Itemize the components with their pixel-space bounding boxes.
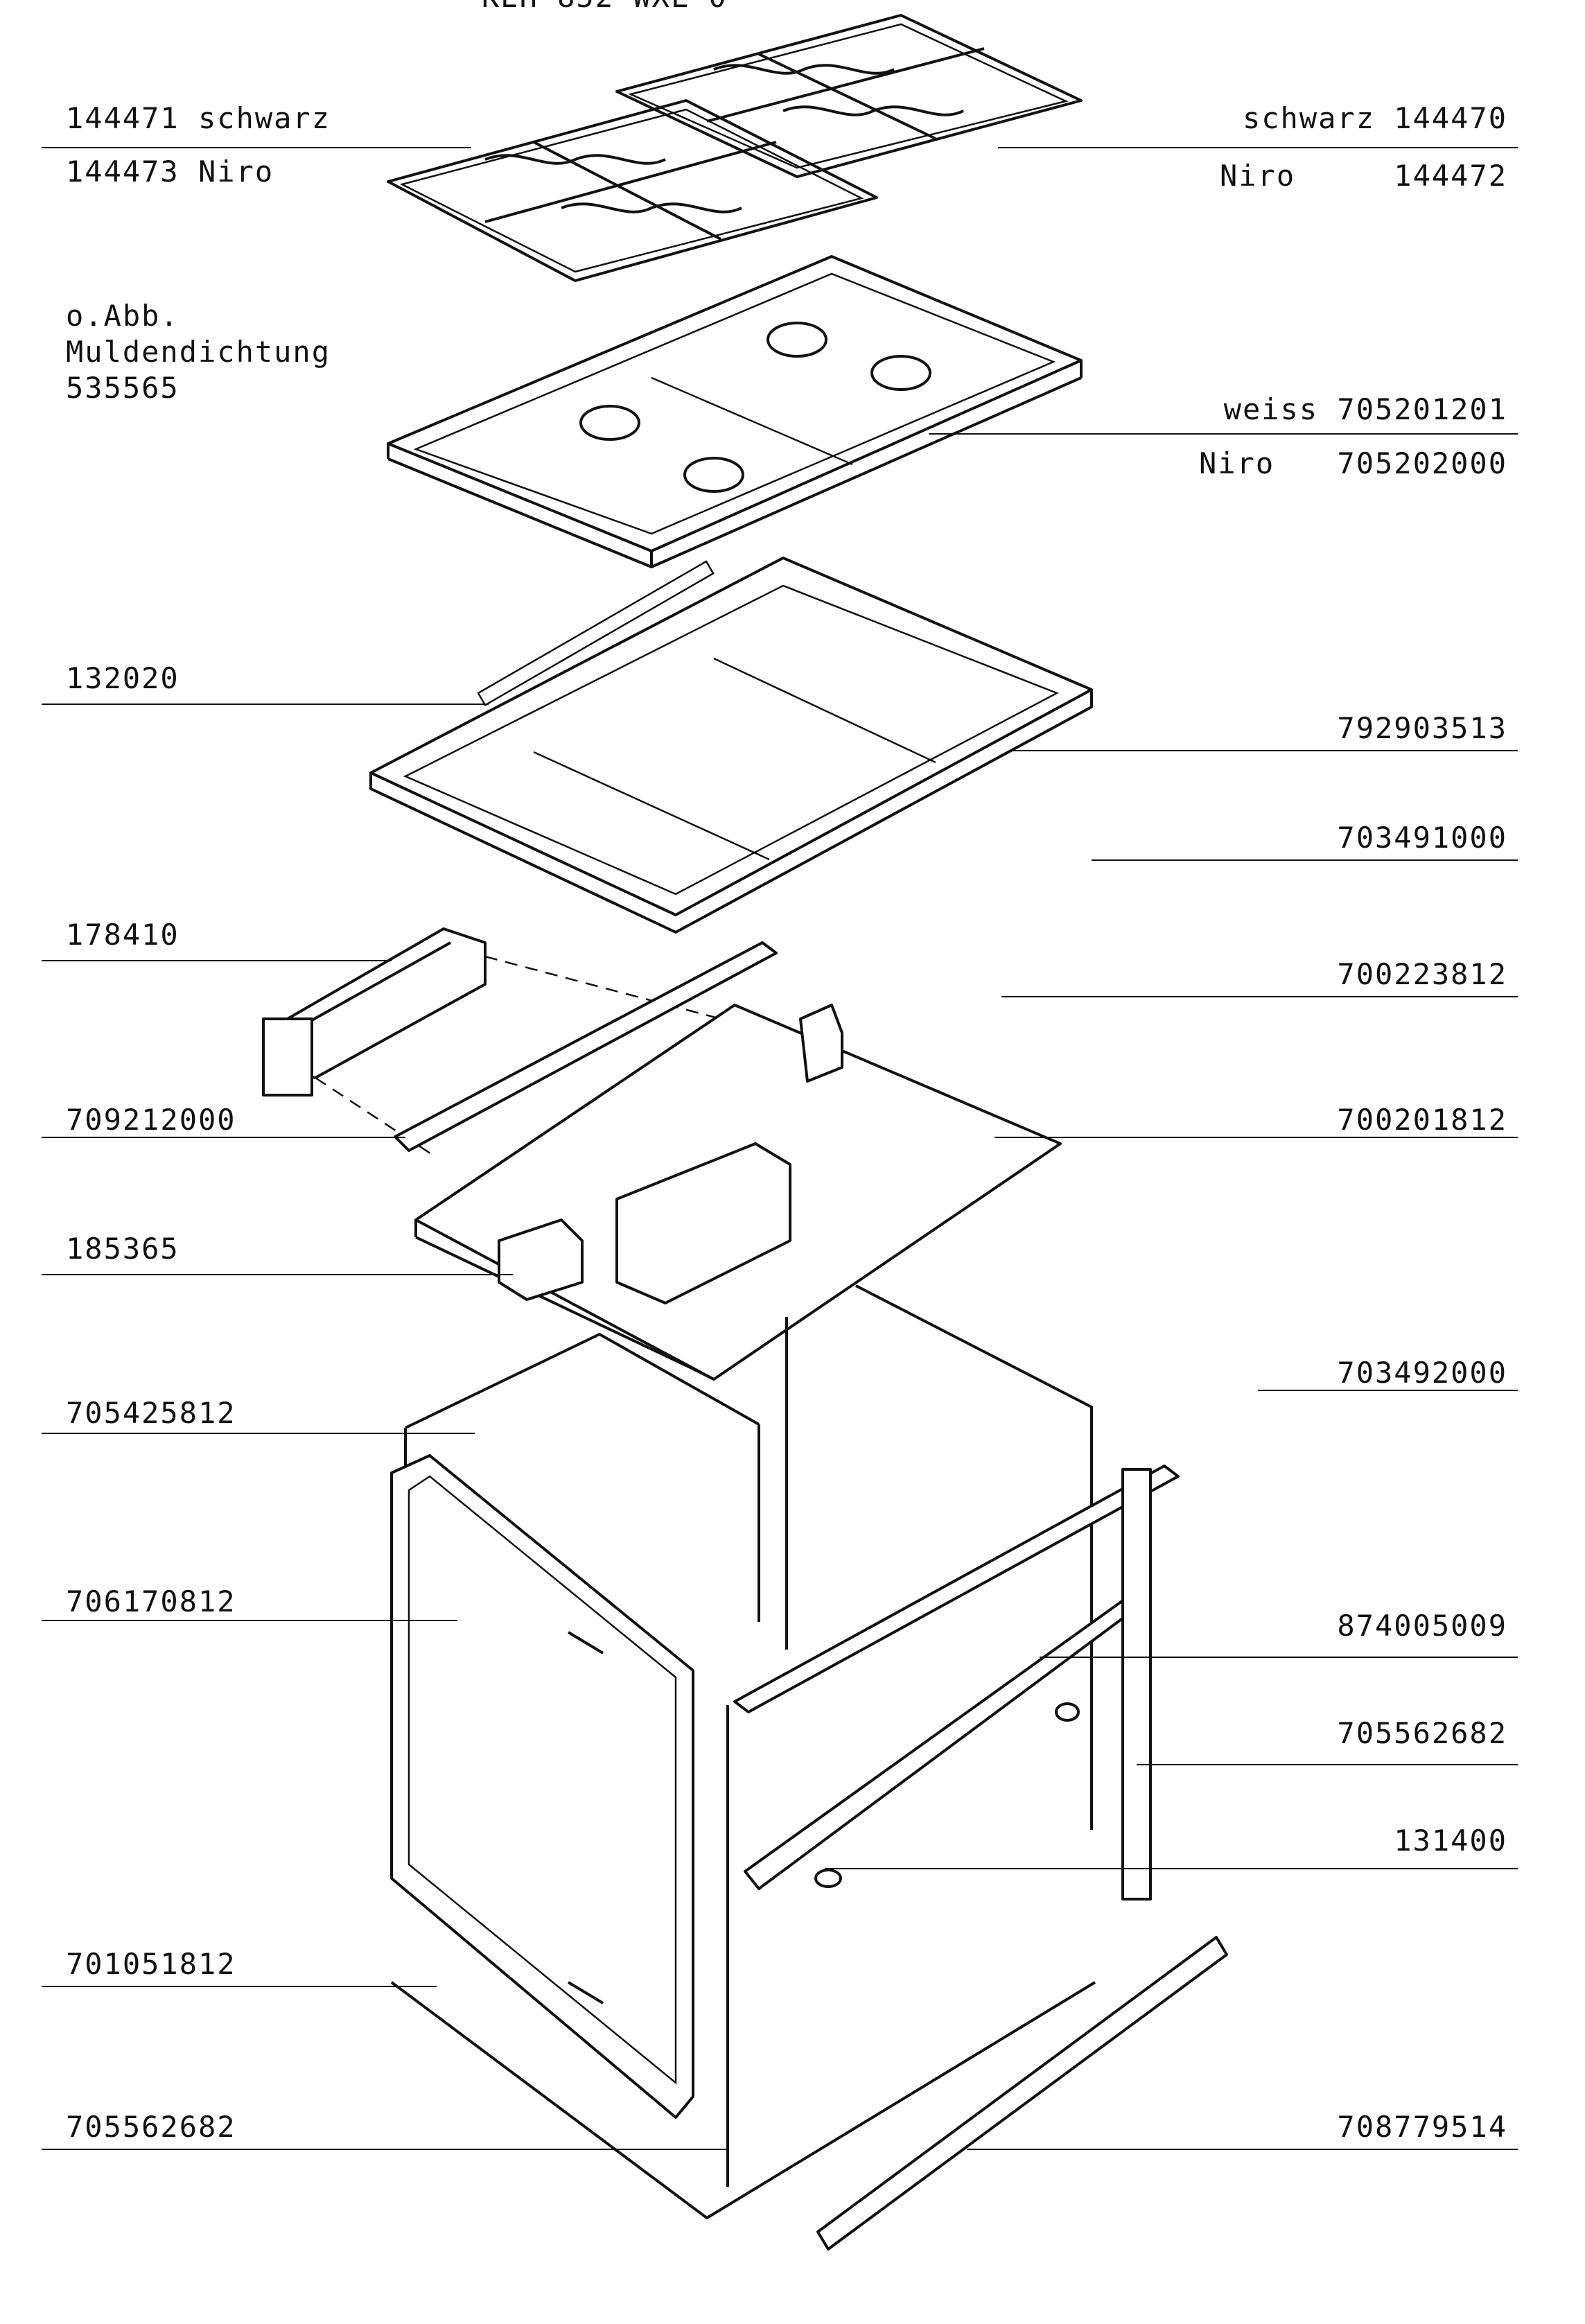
leader-line (998, 147, 1518, 148)
label-705562682-right: 705562682 (1337, 1716, 1507, 1750)
label-705425812: 705425812 (66, 1396, 236, 1430)
label-792903513: 792903513 (1337, 711, 1507, 745)
cover-panel-drawing (414, 1004, 1062, 1381)
leader-line (42, 1620, 457, 1621)
label-185365: 185365 (66, 1232, 179, 1266)
label-709212000: 709212000 (66, 1103, 236, 1137)
label-hob-top-steel-number: 705202000 (1337, 446, 1507, 480)
plinth-drawing (816, 1936, 1228, 2251)
label-131400: 131400 (1394, 1824, 1507, 1858)
label-700223812: 700223812 (1337, 957, 1507, 991)
label-seal-note-line3: 535565 (66, 371, 179, 405)
hob-top-drawing (387, 255, 1083, 568)
label-grate-left-black: 144471 schwarz (66, 101, 331, 135)
leader-line (42, 1137, 405, 1138)
leader-line (42, 147, 471, 148)
cabinet-body-drawing (390, 1284, 1180, 2219)
leader-line (42, 960, 392, 961)
leader-line (1092, 859, 1518, 861)
hob-frame-drawing (369, 557, 1093, 934)
leader-line (1040, 1657, 1518, 1658)
leader-line (967, 2149, 1518, 2150)
leader-line (995, 1137, 1518, 1138)
label-700201812: 700201812 (1337, 1103, 1507, 1137)
bracket-drawing (394, 941, 778, 1152)
label-seal-note-line2: Muldendichtung (66, 335, 331, 369)
leader-line (1012, 750, 1518, 751)
label-hob-top-white: weiss 705201201 (1223, 392, 1507, 426)
pan-support-right-drawing (615, 14, 1083, 178)
label-grate-right-steel-label: Niro (1220, 159, 1296, 193)
label-705562682-left: 705562682 (66, 2110, 236, 2144)
label-seal-note-line1: o.Abb. (66, 299, 179, 333)
label-grate-right-steel-number: 144472 (1394, 159, 1507, 193)
control-module-drawing (262, 927, 721, 1159)
leader-line (42, 1986, 437, 1987)
leader-line (42, 704, 489, 705)
label-grate-right-black: schwarz 144470 (1242, 101, 1507, 135)
label-hob-top-steel-label: Niro (1199, 446, 1275, 480)
leader-line (1258, 1390, 1518, 1391)
leader-line (42, 2149, 728, 2150)
model-header: KEH 852 WXL 0 (482, 0, 728, 15)
label-703491000: 703491000 (1337, 821, 1507, 855)
label-874005009: 874005009 (1337, 1609, 1507, 1643)
leader-line (42, 1274, 513, 1275)
leader-line (1137, 1764, 1518, 1765)
label-178410: 178410 (66, 918, 179, 952)
pan-support-left-drawing (387, 99, 878, 282)
label-703492000: 703492000 (1337, 1356, 1507, 1390)
leader-line (42, 1433, 475, 1434)
label-706170812: 706170812 (66, 1584, 236, 1618)
label-132020: 132020 (66, 661, 179, 695)
label-708779514: 708779514 (1337, 2110, 1507, 2144)
leader-line (1001, 996, 1518, 997)
leader-line (825, 1868, 1518, 1869)
label-701051812: 701051812 (66, 1947, 236, 1981)
leader-line (929, 433, 1518, 435)
label-grate-left-steel: 144473 Niro (66, 155, 274, 189)
